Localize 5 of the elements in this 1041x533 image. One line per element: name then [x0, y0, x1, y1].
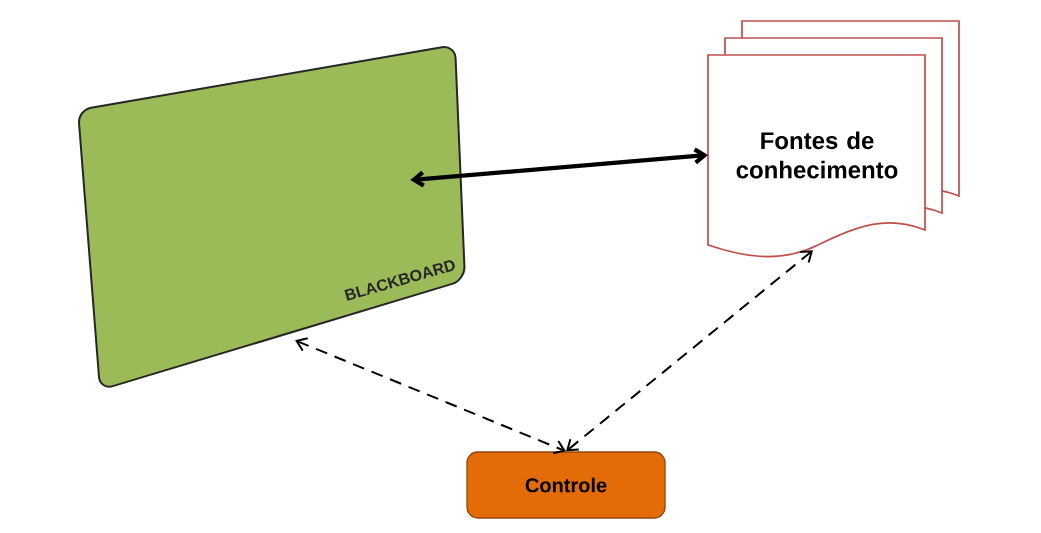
arrow	[566, 250, 813, 452]
control-box: Controle	[466, 451, 666, 519]
arrow	[410, 147, 709, 188]
document-stack: Fontes de conhecimento	[707, 20, 960, 258]
arrow	[295, 337, 566, 455]
